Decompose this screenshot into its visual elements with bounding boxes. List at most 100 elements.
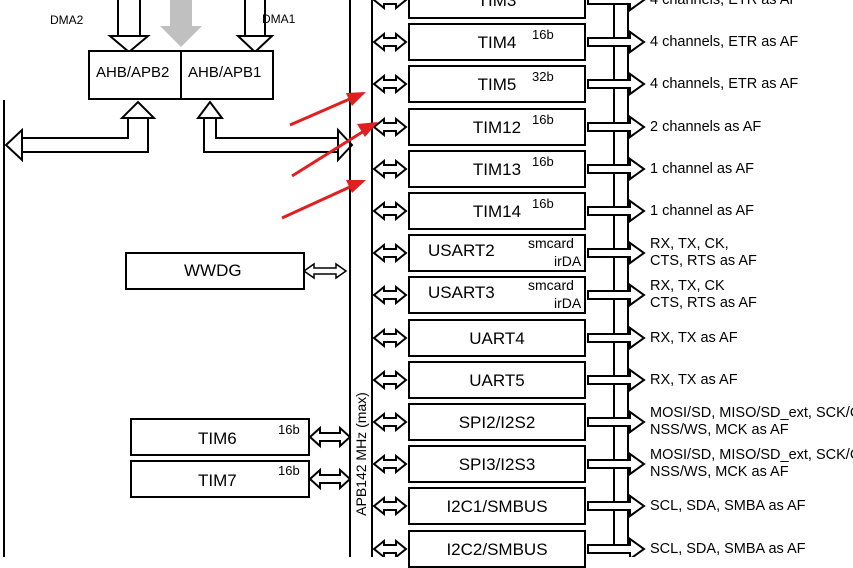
tim5-block [408, 65, 586, 103]
usart2-af-line1: RX, TX, CK, [650, 236, 729, 252]
i2c2-smbus-af-pins: SCL, SDA, SMBA as AF [650, 541, 806, 558]
spi2-i2s2-af-line2: NSS/WS, MCK as AF [650, 422, 789, 438]
spi3-i2s3-af-link [587, 452, 646, 476]
uart4-label: UART4 [469, 329, 525, 348]
tim12-label: TIM12 [472, 118, 522, 137]
tim4-af-line1: 4 channels, ETR as AF [650, 34, 799, 50]
tim7-label: TIM7 [198, 471, 237, 490]
tim6-block [130, 418, 310, 456]
spi3-i2s3-label: SPI3/I2S3 [458, 455, 536, 474]
tim4-block [408, 23, 586, 61]
tim5-af-line1: 4 channels, ETR as AF [650, 76, 799, 92]
uart4-af-link [587, 326, 646, 350]
i2c2-smbus-bus-link [372, 538, 408, 557]
spi3-i2s3-af-line2: NSS/WS, MCK as AF [650, 464, 789, 480]
tim13-block [408, 150, 586, 188]
tim14-af-line1: 1 channel as AF [650, 203, 754, 219]
tim7-connector [308, 467, 352, 491]
tim7-block [130, 460, 310, 498]
usart3-af-line1: RX, TX, CK [650, 278, 725, 294]
tim14-af-link [587, 199, 646, 223]
usart3-af-line2: CTS, RTS as AF [650, 295, 757, 311]
usart2-smcard: smcard [528, 235, 574, 251]
spi2-i2s2-label: SPI2/I2S2 [458, 413, 536, 432]
tim6-connector [308, 425, 352, 449]
uart4-af-pins: RX, TX as AF [650, 330, 738, 347]
tim12-af-pins: 2 channels as AF [650, 119, 761, 136]
usart2-block [408, 234, 586, 272]
tim4-af-pins: 4 channels, ETR as AF [650, 34, 798, 51]
tim13-af-link [587, 157, 646, 181]
usart3-bus-link [372, 284, 408, 306]
tim13-af-line1: 1 channel as AF [650, 161, 754, 177]
usart2-af-link [587, 241, 646, 265]
tim14-bits: 16b [532, 196, 554, 211]
ahb-apb-bridge [88, 50, 274, 100]
tim14-block [408, 192, 586, 230]
tim5-af-link [587, 72, 646, 96]
tim4-label: TIM4 [477, 33, 517, 52]
ahb-apb1-label: AHB/APB1 [188, 64, 262, 81]
uart5-label: UART5 [469, 371, 525, 390]
i2c1-smbus-af-link [587, 494, 646, 518]
tim3-af-link [587, 0, 646, 12]
usart2-bus-link [372, 242, 408, 264]
tim7-bits: 16b [278, 463, 300, 478]
usart2-irda: irDA [554, 253, 582, 269]
usart3-block [408, 276, 586, 314]
tim4-af-link [587, 30, 646, 54]
apb2-route [4, 100, 157, 163]
spi2-i2s2-bus-link [372, 411, 408, 433]
dma2-label: DMA2 [50, 13, 84, 27]
tim14-bus-link [372, 200, 408, 222]
i2c1-smbus-block [408, 487, 586, 525]
tim13-bus-link [372, 158, 408, 180]
uart5-block [408, 361, 586, 399]
usart3-label: USART3 [428, 283, 495, 302]
i2c1-smbus-label: I2C1/SMBUS [446, 497, 548, 516]
tim4-bus-link [372, 31, 408, 53]
usart2-af-line2: CTS, RTS as AF [650, 253, 757, 269]
ahb-grey-arrow [160, 0, 202, 47]
tim13-af-pins: 1 channel as AF [650, 161, 754, 178]
pointer-arrow [289, 92, 366, 127]
tim12-bits: 16b [532, 112, 554, 127]
wwdg-connector [302, 262, 348, 280]
i2c2-smbus-af-line1: SCL, SDA, SMBA as AF [650, 541, 806, 557]
tim3-block [408, 0, 586, 19]
i2c2-smbus-af-link [587, 537, 646, 557]
tim12-af-link [587, 115, 646, 139]
i2c1-smbus-bus-link [372, 495, 408, 517]
pointer-arrow [291, 122, 378, 178]
pointer-arrows [281, 92, 378, 220]
tim5-bus-link [372, 73, 408, 95]
dma1-label: DMA1 [262, 12, 296, 26]
dma1-arrow [235, 0, 275, 54]
wwdg-block [125, 252, 305, 290]
usart3-smcard: smcard [528, 277, 574, 293]
i2c2-smbus-label: I2C2/SMBUS [446, 540, 548, 559]
tim3-label: TIM3 [477, 0, 517, 10]
apb1-route [196, 100, 354, 163]
spi3-i2s3-block [408, 445, 586, 483]
tim6-label: TIM6 [198, 429, 237, 448]
tim5-bits: 32b [532, 69, 554, 84]
uart5-bus-link [372, 369, 408, 391]
uart4-af-line1: RX, TX as AF [650, 330, 738, 346]
tim5-label: TIM5 [477, 75, 517, 94]
ahb-apb2-label: AHB/APB2 [96, 64, 170, 81]
i2c1-smbus-af-line1: SCL, SDA, SMBA as AF [650, 498, 806, 514]
tim5-af-pins: 4 channels, ETR as AF [650, 76, 798, 93]
wwdg-label: WWDG [184, 261, 242, 280]
apb1-bus-label: APB142 MHz (max) [353, 392, 369, 516]
tim12-af-line1: 2 channels as AF [650, 119, 762, 135]
spi3-i2s3-bus-link [372, 453, 408, 475]
pointer-arrow [281, 180, 366, 220]
tim14-label: TIM14 [472, 202, 522, 221]
i2c1-smbus-af-pins: SCL, SDA, SMBA as AF [650, 498, 806, 515]
tim14-af-pins: 1 channel as AF [650, 203, 754, 220]
